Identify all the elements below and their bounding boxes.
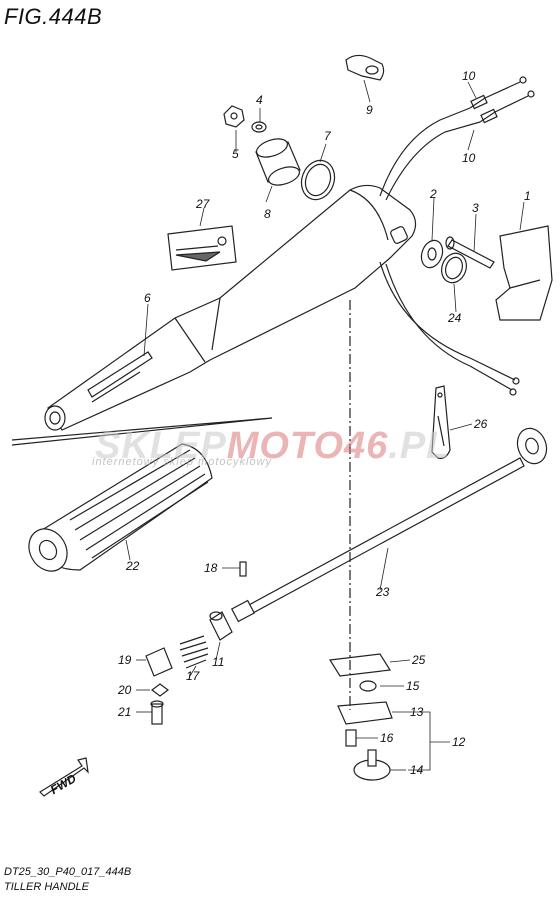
callout-1: 1 — [524, 189, 531, 203]
part-18-pin[interactable] — [239, 561, 247, 577]
callout-26: 26 — [473, 417, 488, 431]
callout-15: 15 — [406, 679, 420, 693]
watermark-part3: 46 — [344, 425, 389, 467]
part-24-ring[interactable] — [438, 250, 471, 286]
watermark-part4: .PL — [388, 425, 451, 467]
part-23-rod[interactable] — [230, 424, 552, 623]
part-17-spring[interactable] — [179, 635, 209, 669]
callout-8: 8 — [264, 207, 271, 221]
part-22-grip[interactable] — [21, 443, 213, 578]
callout-27: 27 — [195, 197, 211, 211]
callout-12: 12 — [452, 735, 466, 749]
callout-4: 4 — [256, 93, 263, 107]
part-20-nut[interactable] — [151, 683, 169, 697]
figure-name: TILLER HANDLE — [4, 881, 89, 893]
part-11-collar[interactable] — [209, 611, 233, 641]
callout-10b: 10 — [462, 151, 476, 165]
callout-14: 14 — [410, 763, 424, 777]
part-25-bracket[interactable] — [328, 653, 392, 677]
part-8-sleeve[interactable] — [254, 135, 301, 188]
fwd-arrow-icon — [39, 757, 89, 797]
callout-16: 16 — [380, 731, 394, 745]
watermark-subtitle: internetowy sklep motocyklowy — [92, 456, 273, 468]
callout-23: 23 — [375, 585, 390, 599]
part-26-clip[interactable] — [431, 385, 451, 459]
part-1-cover[interactable] — [495, 225, 553, 321]
part-16-screw[interactable] — [345, 729, 357, 747]
callout-22: 22 — [125, 559, 140, 573]
figure-title: FIG.444B — [4, 4, 103, 29]
callout-2: 2 — [429, 187, 437, 201]
callout-3: 3 — [472, 201, 479, 215]
callout-9: 9 — [366, 103, 373, 117]
callout-10a: 10 — [462, 69, 476, 83]
part-13-lever[interactable] — [337, 701, 393, 725]
part-9-grommet[interactable] — [345, 54, 385, 81]
callout-21: 21 — [117, 705, 131, 719]
part-15-washer[interactable] — [359, 680, 377, 692]
part-2-washer[interactable] — [418, 237, 446, 270]
part-10-cables[interactable] — [379, 76, 535, 396]
callout-13: 13 — [410, 705, 424, 719]
part-6-tiller-arm[interactable] — [44, 184, 417, 431]
watermark: SKLEPMOTO46.PL — [95, 425, 450, 468]
callout-17: 17 — [186, 669, 201, 683]
part-27-label-plate[interactable] — [167, 225, 237, 271]
callout-20: 20 — [117, 683, 132, 697]
callout-19: 19 — [118, 653, 132, 667]
callout-7: 7 — [324, 129, 332, 143]
watermark-part2: MOTO — [226, 425, 344, 467]
part-21-screw[interactable] — [150, 700, 164, 725]
callout-5: 5 — [232, 147, 239, 161]
part-7-ring[interactable] — [296, 156, 340, 205]
callout-25: 25 — [411, 653, 426, 667]
part-4-washer[interactable] — [251, 121, 267, 133]
part-19-block[interactable] — [145, 647, 173, 677]
callout-11: 11 — [212, 655, 224, 669]
part-5-nut[interactable] — [223, 105, 245, 128]
callout-6: 6 — [144, 291, 151, 305]
separator-line — [11, 417, 273, 446]
callout-24: 24 — [447, 311, 462, 325]
watermark-part1: SKLEP — [95, 425, 227, 467]
part-14-knob[interactable] — [353, 749, 391, 781]
callout-18: 18 — [204, 561, 218, 575]
figure-code: DT25_30_P40_017_444B — [4, 866, 132, 878]
part-3-bolt[interactable] — [445, 236, 495, 269]
